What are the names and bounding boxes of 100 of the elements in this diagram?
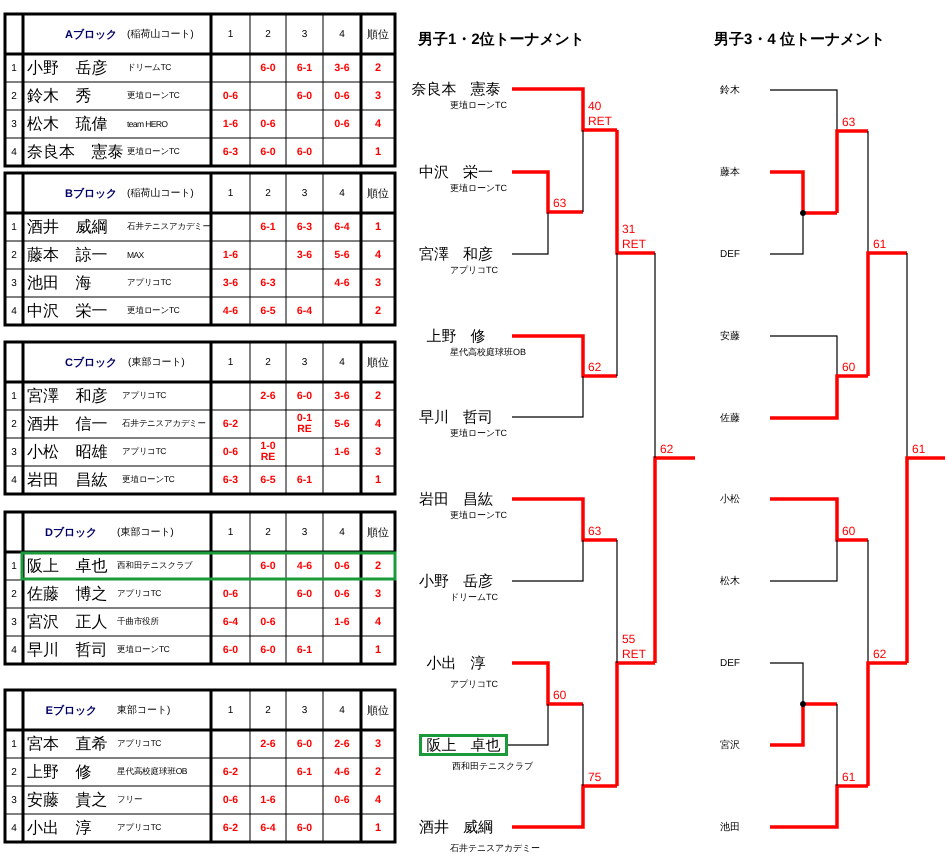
column-number: 3 (300, 704, 308, 718)
club-name: 更埴ローンTC (117, 643, 170, 656)
bracket-line (770, 170, 837, 215)
rank: 2 (374, 559, 382, 574)
club-name: 更埴ローンTC (450, 427, 507, 440)
junction-dot (800, 701, 806, 707)
match-score: 62 (583, 360, 617, 375)
score: 2-6 (333, 736, 351, 752)
column-number: 4 (338, 704, 346, 718)
bracket-line (770, 374, 868, 420)
row-number: 1 (10, 560, 18, 574)
score: 1-6 (259, 792, 277, 808)
player-name: 奈良本 憲泰 (408, 78, 512, 100)
bracket-line (866, 661, 907, 788)
club-name: 更埴ローンTC (127, 145, 180, 158)
score: 6-4 (333, 220, 351, 234)
player-name: 池田 海 (27, 274, 92, 294)
score: 0-6 (222, 88, 240, 104)
match-score: 62 (868, 647, 907, 662)
club-name: team HERO (127, 118, 168, 131)
row-number: 2 (10, 90, 18, 104)
bracket-line (867, 130, 869, 253)
match-score: 61 (837, 770, 868, 785)
player-name: 早川 哲司 (408, 406, 512, 428)
player-name: 中沢 栄一 (408, 161, 512, 183)
club-name: 更埴ローンTC (122, 473, 176, 486)
rank: 4 (374, 417, 382, 432)
score: 6-2 (222, 764, 240, 780)
player-name: 酒井 信一 (27, 414, 108, 434)
column-number: 2 (264, 28, 272, 42)
score: 6-0 (222, 642, 240, 658)
row-number: 1 (10, 62, 18, 76)
club-name: アプリコTC (450, 678, 498, 691)
court-name: (稲荷山コート) (127, 186, 195, 201)
bracket-line (508, 704, 549, 746)
block-heading: Aブロック (64, 28, 117, 42)
score: 6-5 (259, 304, 277, 318)
score: 4-6 (222, 304, 240, 318)
bracket-line (512, 497, 617, 542)
column-number: 3 (300, 526, 308, 540)
match-score: 60 (837, 360, 868, 375)
bracket-line (512, 784, 617, 829)
bracket-line (512, 661, 583, 706)
column-number: 1 (226, 356, 234, 370)
player-name: DEF (716, 652, 770, 674)
tournament-title: 男子3・4 位トーナメント (714, 30, 885, 49)
player-name: 早川 哲司 (27, 640, 108, 660)
column-heading: 順位 (366, 28, 390, 42)
bracket-line (770, 784, 868, 829)
rank: 1 (374, 473, 382, 488)
score: 6-1 (296, 60, 314, 76)
player-name: 小野 岳彦 (408, 570, 512, 592)
club-name: 西和田テニスクラブ (452, 760, 533, 773)
player-name: 宮沢 正人 (27, 612, 108, 632)
column-number: 4 (338, 356, 346, 370)
row-number: 3 (10, 118, 18, 132)
player-name: 酒井 威綱 (27, 218, 108, 238)
player-name: 安藤 貴之 (27, 790, 108, 810)
bracket-line (615, 128, 655, 255)
score: 5-6 (333, 248, 351, 262)
score: 6-1 (296, 472, 314, 488)
player-name: 上野 修 (408, 325, 512, 347)
bracket-line (582, 130, 584, 213)
club-name: 更埴ローンTC (450, 509, 507, 522)
score: 6-0 (296, 820, 314, 836)
club-name: フリー (117, 793, 144, 806)
column-number: 1 (226, 186, 234, 200)
match-score: 60 (837, 524, 868, 539)
player-name: 佐藤 博之 (27, 584, 108, 604)
rank: 4 (374, 117, 382, 132)
score: 1-6 (333, 614, 351, 630)
row-number: 4 (10, 644, 18, 658)
player-name: 小松 (716, 488, 770, 510)
score: 6-0 (296, 144, 314, 160)
match-score: 62 (655, 442, 695, 457)
row-number: 4 (10, 822, 18, 836)
rank: 3 (374, 737, 382, 752)
score: 6-0 (296, 388, 314, 404)
score: 6-0 (296, 586, 314, 602)
player-name: 小松 昭雄 (27, 442, 108, 462)
rank: 3 (374, 276, 382, 291)
player-name: 宮澤 和彦 (408, 243, 512, 265)
club-name: 星代高校庭球班OB (450, 346, 526, 359)
score: 6-0 (296, 736, 314, 752)
score: 4-6 (333, 764, 351, 780)
score: 0-6 (259, 116, 277, 132)
score: 0-6 (333, 116, 351, 132)
player-name: 松木 (716, 570, 770, 592)
row-number: 4 (10, 146, 18, 160)
bracket-line (905, 456, 945, 665)
junction-dot (800, 210, 806, 216)
bracket-line (512, 376, 584, 418)
score: 0-6 (333, 586, 351, 602)
column-number: 2 (264, 704, 272, 718)
player-name: 小出 淳 (408, 652, 512, 674)
row-number: 2 (10, 766, 18, 780)
row-number: 3 (10, 794, 18, 808)
score: 4-6 (333, 276, 351, 290)
player-name: 藤本 (716, 161, 770, 183)
match-score: 40 RET (583, 99, 617, 129)
